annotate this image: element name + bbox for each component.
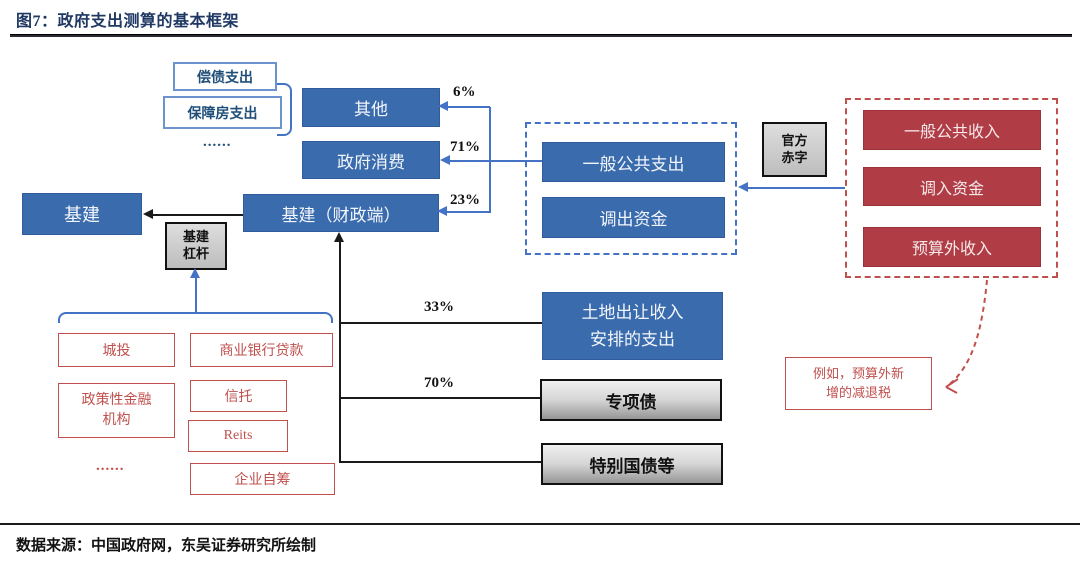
connector-special-bonds — [340, 397, 540, 399]
arrowhead-fiscal-to-infrastructure — [143, 209, 153, 219]
arrowhead-up-infrastructure-fiscal — [334, 232, 344, 242]
node-label: 土地出让收入 — [581, 302, 684, 322]
arrowhead-revenue-to-expenditure — [738, 182, 748, 192]
node-infrastructure-fiscal: 基建（财政端） — [243, 194, 439, 232]
node-label: 一般公共支出 — [582, 154, 685, 174]
figure-title: 图7：政府支出测算的基本框架 — [16, 13, 240, 30]
node-label: 安排的支出 — [590, 330, 675, 349]
title-underline — [10, 34, 1072, 37]
note-off-budget-example: 例如，预算外新 增的减退税 — [785, 357, 932, 410]
node-debt-repayment: 偿债支出 — [173, 62, 277, 91]
node-government-consumption: 政府消费 — [302, 141, 440, 179]
node-label: 基建 — [182, 229, 209, 245]
node-label: 商业银行贷款 — [219, 344, 304, 359]
node-special-treasury-bonds: 特别国债等 — [541, 443, 723, 485]
node-urban-investment: 城投 — [58, 333, 175, 367]
connector-to-infrastructure-fiscal — [447, 211, 490, 213]
footer-divider — [0, 523, 1080, 525]
label-pct-other: 6% — [453, 84, 476, 100]
label-pct-special-bonds: 70% — [424, 375, 454, 391]
node-label: 基建 — [64, 205, 100, 225]
connector-to-other — [448, 106, 490, 108]
connector-land-sale — [340, 322, 542, 324]
connector-fiscal-to-infrastructure — [153, 214, 243, 216]
node-policy-financial-institutions: 政策性金融 机构 — [58, 383, 175, 438]
connector-to-government-consumption — [450, 160, 542, 162]
connector-special-treasury — [340, 461, 541, 463]
node-general-public-expenditure: 一般公共支出 — [542, 142, 725, 182]
arrowhead-funding-to-leverage — [190, 268, 200, 278]
node-label: 机构 — [102, 412, 131, 428]
node-land-sale-expenditure: 土地出让收入 安排的支出 — [542, 292, 723, 360]
node-label: 保障房支出 — [187, 106, 258, 122]
node-general-public-revenue: 一般公共收入 — [863, 110, 1041, 150]
node-label: 偿债支出 — [197, 70, 253, 86]
node-housing-support: 保障房支出 — [163, 96, 282, 129]
node-label: Reits — [223, 428, 253, 443]
node-other: 其他 — [302, 88, 440, 127]
arrowhead-to-other — [438, 101, 448, 111]
node-label: 信托 — [224, 390, 253, 405]
group-public-expenditure — [525, 122, 737, 255]
node-transfer-in-funds: 调入资金 — [863, 167, 1041, 206]
connector-collector-vertical — [339, 241, 341, 463]
bracket-funding-group — [58, 312, 333, 323]
node-label: 政策性金融 — [81, 392, 152, 408]
connector-funding-to-leverage — [195, 277, 197, 313]
node-label: 基建（财政端） — [281, 205, 401, 225]
note-label: 增的减退税 — [825, 384, 891, 400]
node-label: 特别国债等 — [589, 456, 675, 476]
label-pct-government-consumption: 71% — [450, 139, 480, 155]
node-trust: 信托 — [190, 380, 287, 412]
node-off-budget-revenue: 预算外收入 — [863, 227, 1041, 267]
node-label: 调出资金 — [599, 210, 668, 229]
note-label: 例如，预算外新 — [812, 365, 904, 381]
node-label: 其他 — [354, 100, 388, 119]
node-special-bonds: 专项债 — [540, 379, 722, 421]
node-infrastructure: 基建 — [22, 193, 142, 235]
connector-revenue-to-expenditure — [748, 187, 845, 189]
ellipsis-red: ...... — [96, 458, 125, 474]
node-label: 预算外收入 — [911, 241, 992, 258]
node-label: 企业自筹 — [234, 473, 291, 488]
node-transfer-out-funds: 调出资金 — [542, 197, 725, 238]
arrowhead-to-government-consumption — [440, 155, 450, 165]
ellipsis-blue: ...... — [203, 134, 232, 150]
node-infra-leverage: 基建 杠杆 — [165, 222, 227, 270]
node-official-deficit: 官方 赤字 — [762, 122, 827, 177]
node-label: 杠杆 — [182, 246, 209, 261]
node-reits: Reits — [188, 420, 288, 452]
node-label: 赤字 — [781, 149, 808, 165]
node-label: 官方 — [781, 132, 808, 148]
node-commercial-bank-loans: 商业银行贷款 — [190, 333, 333, 367]
node-enterprise-self-raised: 企业自筹 — [190, 463, 335, 495]
node-label: 城投 — [102, 344, 131, 359]
data-source: 数据来源：中国政府网，东吴证券研究所绘制 — [16, 538, 317, 554]
label-pct-land-sale: 33% — [424, 299, 454, 315]
node-label: 调入资金 — [919, 180, 984, 198]
node-label: 专项债 — [605, 392, 657, 412]
group-public-revenue — [845, 98, 1058, 278]
bracket-other-group — [277, 83, 292, 136]
node-label: 一般公共收入 — [903, 124, 1000, 141]
label-pct-infrastructure-fiscal: 23% — [450, 192, 480, 208]
arrowhead-to-infrastructure-fiscal — [437, 206, 447, 216]
node-label: 政府消费 — [337, 152, 405, 172]
